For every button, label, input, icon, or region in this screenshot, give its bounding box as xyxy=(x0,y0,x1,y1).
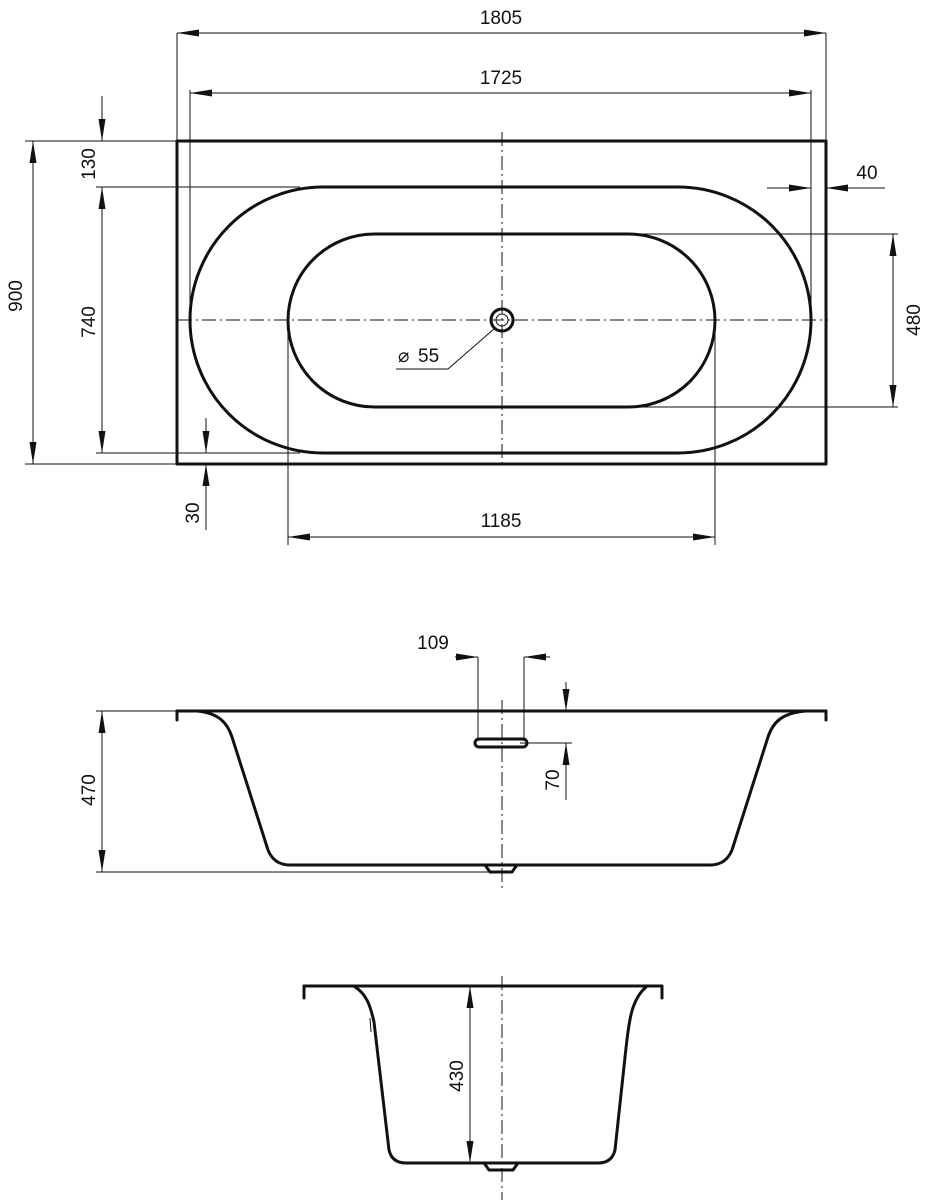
side-body-outline xyxy=(195,709,808,867)
dim-inner-depth: 430 xyxy=(447,1060,468,1092)
end-body-outline xyxy=(353,985,648,1165)
dim-rim-side: 40 xyxy=(856,163,877,184)
side-drain-outlet xyxy=(483,863,519,874)
dim-overall-length: 1805 xyxy=(480,8,522,29)
end-view: 430 xyxy=(302,976,664,1200)
dim-overall-width: 900 xyxy=(6,280,27,312)
dim-drain-diameter: 55 xyxy=(418,346,439,367)
dim-inner-width: 740 xyxy=(79,306,100,338)
dim-bottom-width: 480 xyxy=(904,304,925,336)
side-view: 109 70 470 xyxy=(79,633,828,890)
side-overflow-outlet xyxy=(473,737,529,749)
dim-rim-back: 130 xyxy=(79,148,100,180)
dim-depth: 470 xyxy=(79,774,100,806)
dim-bottom-length: 1185 xyxy=(481,511,522,532)
dim-overflow-offset: 70 xyxy=(543,769,564,790)
drain-leader-line xyxy=(396,327,496,370)
dim-rim-front: 30 xyxy=(183,502,204,523)
top-view: 1805 1725 900 130 740 30 40 480 1185 ⌀ 5… xyxy=(6,8,925,545)
end-side-detail xyxy=(369,1017,372,1033)
diameter-symbol: ⌀ xyxy=(398,346,409,367)
dim-inner-length: 1725 xyxy=(480,68,522,89)
dim-overflow-width: 109 xyxy=(417,633,449,654)
end-drain-outlet xyxy=(482,1161,520,1172)
